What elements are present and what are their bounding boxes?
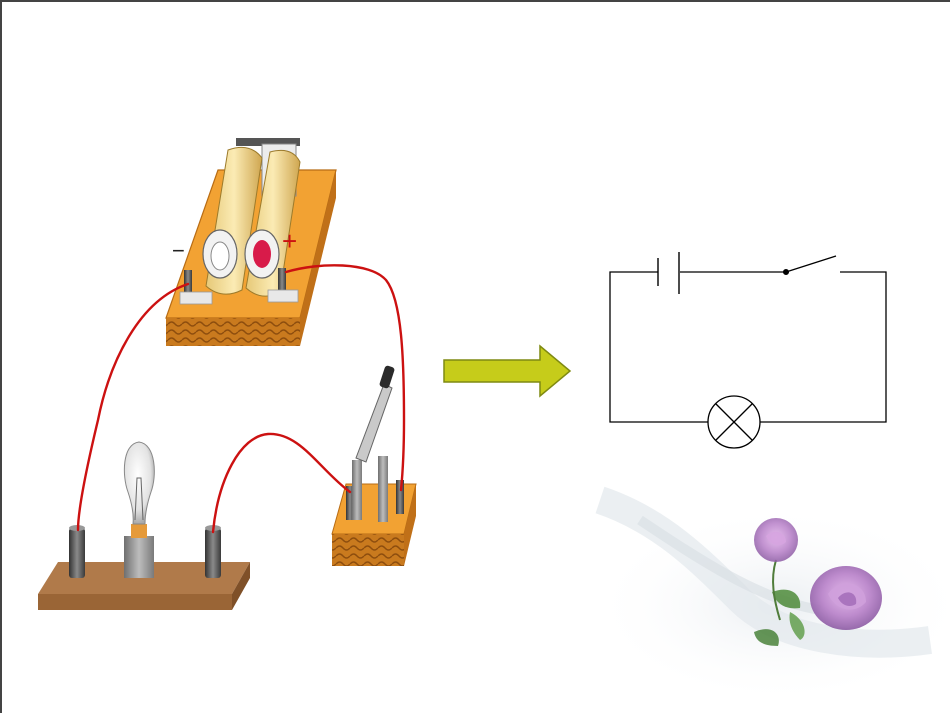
battery-cap-left-inner — [210, 241, 230, 271]
lamp-post-right — [205, 528, 221, 578]
knife-switch — [331, 365, 417, 566]
wire-lamp-to-switch — [211, 432, 352, 534]
circuit-schematic — [609, 252, 887, 449]
rose-decoration-icon — [590, 486, 950, 705]
battery-terminal-right — [278, 268, 286, 302]
cell-battery-icon — [657, 252, 680, 294]
bulb-base — [131, 524, 147, 538]
open-switch-icon — [782, 255, 837, 276]
bulb-holder — [124, 536, 154, 578]
top-border — [0, 0, 950, 2]
right-arrow-icon — [443, 344, 572, 398]
battery-clip-top — [236, 138, 300, 146]
light-bulb — [123, 441, 155, 525]
battery-box: − + — [165, 138, 337, 346]
schematic-wire — [609, 271, 708, 423]
switch-terminal-right — [396, 480, 404, 514]
battery-negative-sign: − — [172, 238, 185, 263]
wire-battery-positive-to-switch — [284, 264, 406, 492]
switch-board-side — [404, 484, 416, 566]
battery-board-front — [166, 318, 300, 346]
wires — [76, 264, 406, 534]
switch-handle — [379, 365, 395, 389]
switch-jaw-right — [378, 456, 388, 522]
schematic-wire-right — [760, 271, 887, 423]
battery-terminal-right-base — [267, 289, 299, 303]
lamp-cross-circle-icon — [707, 395, 761, 449]
lamp-board — [38, 441, 250, 610]
wood-base-side — [232, 562, 250, 610]
switch-blade — [355, 383, 393, 463]
wood-base-front — [38, 594, 232, 610]
switch-board-front — [332, 534, 404, 566]
lamp-post-left — [69, 528, 85, 578]
battery-positive-contact — [253, 240, 271, 268]
battery-terminal-left-base — [179, 291, 213, 305]
battery-terminal-left — [184, 270, 192, 304]
wire-battery-negative-to-lamp — [76, 282, 190, 532]
battery-board-side — [300, 170, 336, 346]
switch-jaw-left — [352, 460, 362, 520]
switch-terminal-left — [346, 486, 354, 520]
bulb-filament — [134, 477, 144, 521]
left-border — [0, 0, 2, 713]
battery-positive-sign: + — [282, 226, 297, 256]
